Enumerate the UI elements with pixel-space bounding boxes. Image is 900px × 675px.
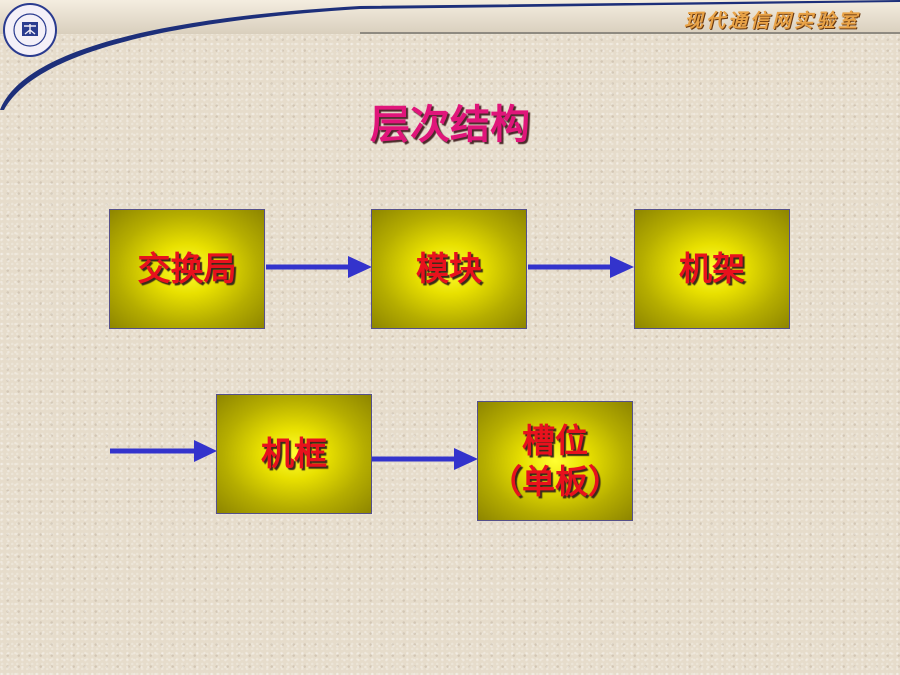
slide-title: 层次结构 xyxy=(370,102,530,148)
arrow-module-to-rack xyxy=(528,256,634,278)
node-slot-label: 槽位 xyxy=(522,420,588,460)
node-rack-label: 机架 xyxy=(679,249,745,289)
university-seal-icon xyxy=(3,3,57,57)
node-slot-sublabel: （单板） xyxy=(489,462,621,501)
node-slot: 槽位 （单板） xyxy=(477,401,633,521)
arrow-exchange-to-module xyxy=(266,256,372,278)
arrow-frame-to-slot xyxy=(372,448,478,470)
node-module: 模块 xyxy=(371,209,527,329)
header-arc-decoration xyxy=(0,0,900,110)
node-frame-label: 机框 xyxy=(261,434,327,474)
node-exchange-label: 交换局 xyxy=(137,249,237,289)
node-frame: 机框 xyxy=(216,394,372,514)
node-module-label: 模块 xyxy=(416,249,482,289)
lab-title: 现代通信网实验室 xyxy=(683,10,860,32)
node-exchange: 交换局 xyxy=(109,209,265,329)
arrow-continuation-to-frame xyxy=(110,440,217,462)
node-rack: 机架 xyxy=(634,209,790,329)
